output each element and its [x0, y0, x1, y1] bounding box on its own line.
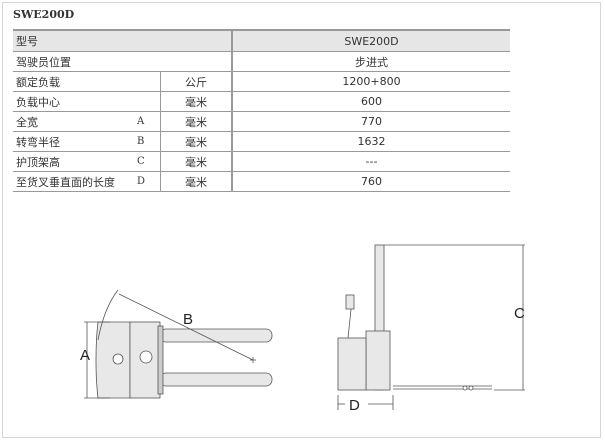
label-b: B [183, 311, 193, 328]
spec-table: 型号 SWE200D 驾驶员位置 步进式 额定负载 公斤 1200+800 负载… [13, 29, 510, 192]
side-view-diagram [337, 244, 525, 410]
spec-panel [2, 2, 601, 438]
label-a: A [80, 347, 90, 364]
table-row: 驾驶员位置 步进式 [13, 51, 510, 72]
label-d: D [349, 397, 360, 414]
header-label: 型号 [13, 29, 233, 52]
table-header-row: 型号 SWE200D [13, 29, 510, 52]
table-row: 全宽 A 毫米 770 [13, 111, 510, 132]
top-view-diagram [84, 289, 273, 399]
table-row: 至货叉垂直面的长度 D 毫米 760 [13, 171, 510, 192]
header-value: SWE200D [232, 29, 510, 52]
label-c: C [514, 305, 525, 322]
table-row: 负载中心 毫米 600 [13, 91, 510, 112]
table-row: 额定负载 公斤 1200+800 [13, 71, 510, 92]
model-title: SWE200D [13, 8, 75, 21]
table-row: 护顶架高 C 毫米 --- [13, 151, 510, 172]
table-row: 转弯半径 B 毫米 1632 [13, 131, 510, 152]
